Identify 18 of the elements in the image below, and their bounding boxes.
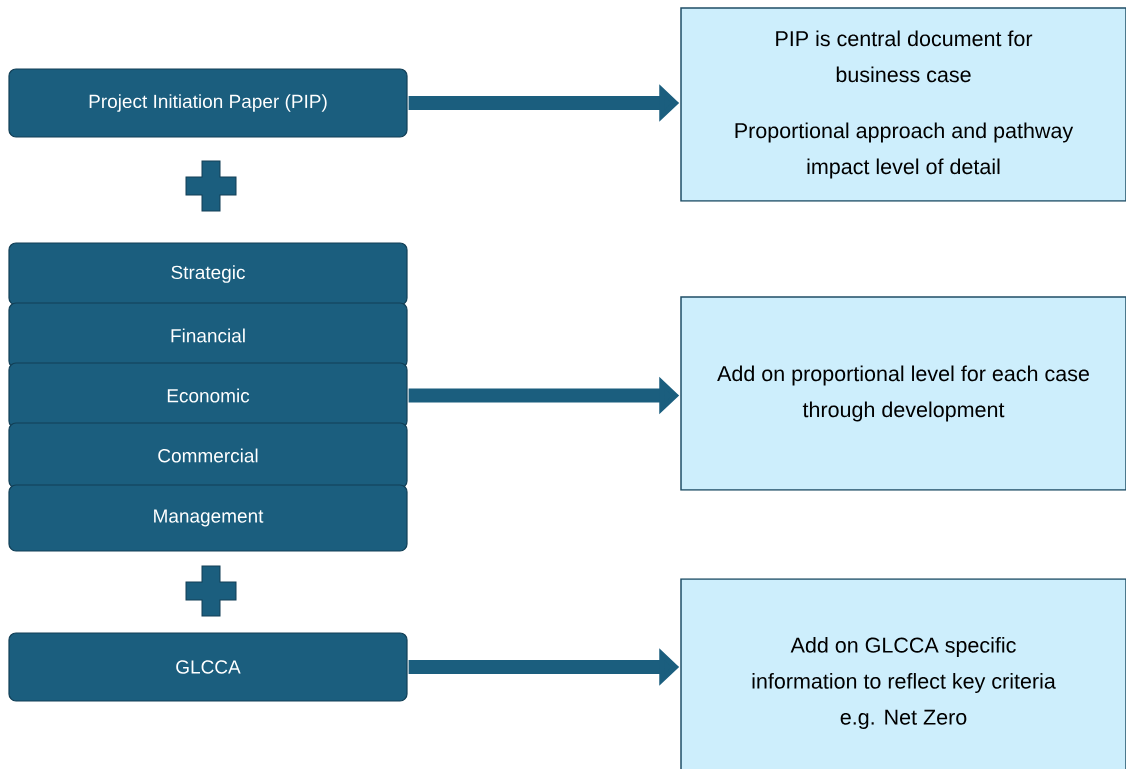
box-text: Add on proportional level for each case through development xyxy=(717,365,1089,422)
box-text: Economic xyxy=(167,388,250,403)
box-text: Management xyxy=(154,509,264,527)
stage-box xyxy=(8,632,408,702)
box-text: Commercial xyxy=(158,448,258,463)
box-text: Strategic xyxy=(171,265,245,283)
stage-box xyxy=(8,242,408,306)
stage-box xyxy=(8,422,408,489)
note-box xyxy=(680,296,1126,491)
note-box xyxy=(680,7,1126,202)
box-text: GLCCA xyxy=(176,660,241,674)
box-text: Project Initiation Paper (PIP) xyxy=(89,94,327,112)
note-box xyxy=(680,578,1126,769)
stage-box xyxy=(8,484,408,552)
box-text: PIP is central document for business case Proportional approach and pathway impact level of detail xyxy=(735,30,1074,179)
box-text: Financial xyxy=(171,328,245,343)
stage-box xyxy=(8,68,408,138)
box-text: Add on GLCCA specific information to reflect key criteria e.g. Net Zero xyxy=(752,637,1056,730)
